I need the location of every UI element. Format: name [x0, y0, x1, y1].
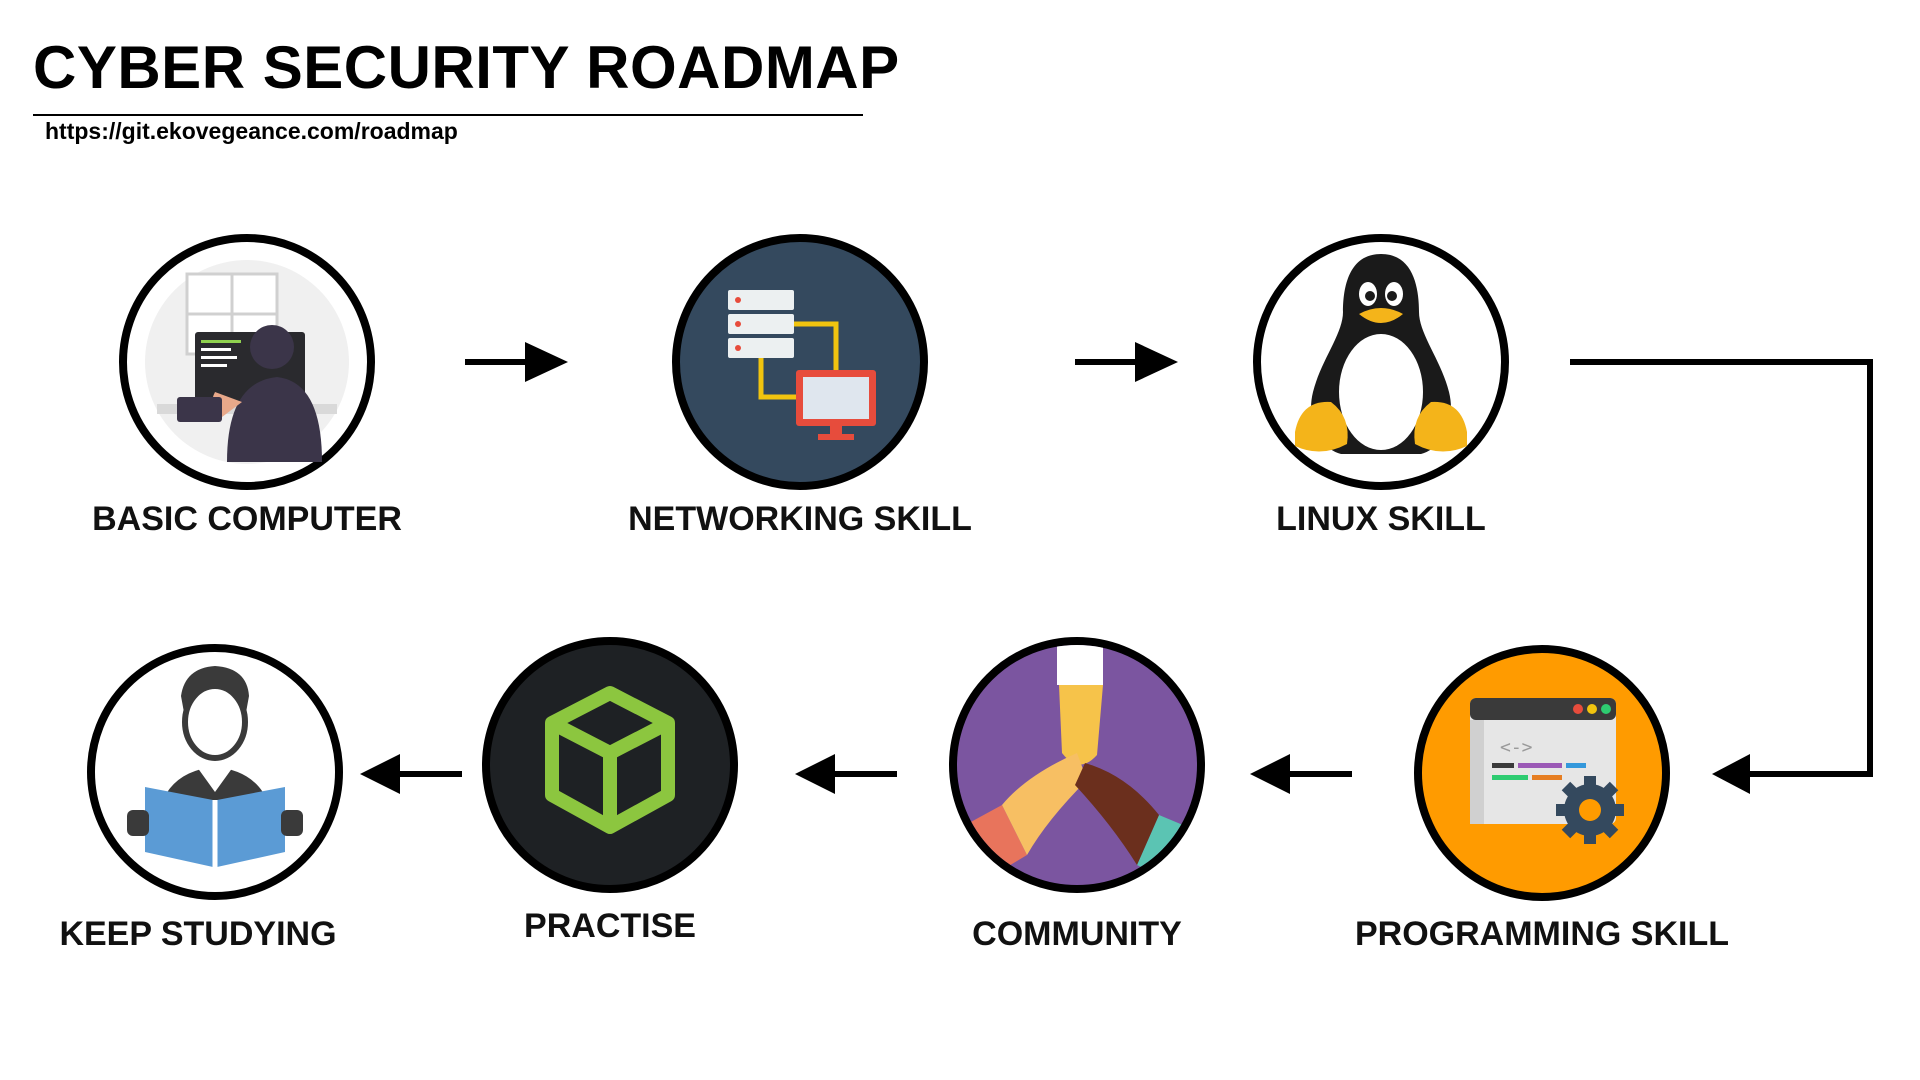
step-programming-skill: <-> PROGRAM — [1355, 643, 1729, 953]
step-label: LINUX SKILL — [1276, 500, 1486, 538]
page-url: https://git.ekovegeance.com/roadmap — [45, 118, 458, 144]
step-label: KEEP STUDYING — [59, 915, 337, 953]
step-label: COMMUNITY — [972, 915, 1182, 953]
tux-penguin-icon — [1253, 234, 1509, 490]
arrow-programming-to-community — [1250, 754, 1352, 794]
step-networking-skill: NETWORKING SKILL — [628, 232, 972, 538]
arrow-community-to-practise — [795, 754, 897, 794]
arrow-practise-to-keep-studying — [360, 754, 462, 794]
title-underline — [33, 114, 863, 116]
green-cube-icon — [482, 637, 738, 893]
step-label: PRACTISE — [524, 907, 696, 945]
step-linux-skill: LINUX SKILL — [1251, 232, 1511, 538]
step-label: BASIC COMPUTER — [92, 500, 402, 538]
hacker-at-computer-icon — [119, 234, 375, 490]
step-basic-computer: BASIC COMPUTER — [92, 232, 402, 538]
page-title: CYBER SECURITY ROADMAP — [33, 34, 900, 101]
svg-text:<->: <-> — [1500, 737, 1533, 758]
step-label: PROGRAMMING SKILL — [1355, 915, 1729, 953]
server-network-icon — [672, 234, 928, 490]
hands-together-icon — [949, 637, 1205, 893]
step-practise: PRACTISE — [480, 635, 740, 945]
step-community: COMMUNITY — [947, 635, 1207, 953]
arrow-basic-to-networking — [465, 342, 568, 382]
person-reading-book-icon — [87, 644, 343, 900]
arrow-networking-to-linux — [1075, 342, 1178, 382]
step-label: NETWORKING SKILL — [628, 500, 972, 538]
code-window-gear-icon: <-> — [1414, 645, 1670, 901]
arrow-linux-to-programming — [1570, 359, 1873, 794]
step-keep-studying: KEEP STUDYING — [59, 642, 345, 953]
